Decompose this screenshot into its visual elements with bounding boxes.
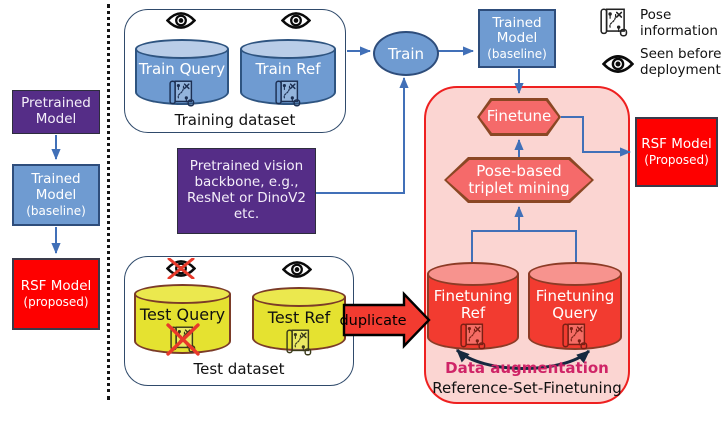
- pose-map-icon: [275, 79, 301, 108]
- node-title: Trained Model: [31, 171, 81, 203]
- rsf-model-final-node: RSF Model (Proposed): [635, 117, 718, 187]
- pretrained-model-node: Pretrained Model: [12, 90, 100, 134]
- node-subtitle: (baseline): [26, 203, 86, 218]
- cylinder-label: Finetuning Ref: [433, 287, 513, 322]
- cylinder-top: [427, 262, 519, 286]
- pose-map-icon: [562, 322, 588, 351]
- pose-information-icon: [600, 6, 628, 43]
- node-title: RSF Model: [641, 135, 712, 152]
- cylinder-label: Finetuning Query: [535, 287, 615, 322]
- cylinder-top: [134, 284, 231, 304]
- rsf-model-proposed-node: RSF Model (proposed): [12, 258, 100, 330]
- eye-icon: [282, 259, 312, 280]
- cylinder-label: Test Ref: [267, 308, 331, 327]
- train-ref-cylinder: Train Ref: [240, 39, 336, 108]
- pose-map-icon: [169, 79, 195, 108]
- test-query-cylinder: Test Query: [134, 284, 231, 356]
- eye-icon: [281, 10, 311, 31]
- pose-map-icon: [460, 322, 486, 351]
- pose-map-crossed-icon: [165, 322, 200, 356]
- triplet-mining-label: Pose-based triplet mining: [468, 161, 570, 197]
- trained-model-baseline-node: Trained Model (baseline): [12, 164, 100, 226]
- legend-seen-label: Seen before deployment: [640, 46, 722, 78]
- train-label: Train: [388, 44, 424, 63]
- train-query-cylinder: Train Query: [135, 39, 229, 108]
- triplet-mining-hexagon: Pose-based triplet mining: [444, 157, 594, 203]
- cylinder-top: [252, 287, 346, 307]
- trained-model-top-node: Trained Model (baseline): [478, 9, 556, 68]
- test-ref-cylinder: Test Ref: [252, 287, 346, 356]
- backbone-label: Pretrained vision backbone, e.g., ResNet…: [187, 158, 306, 222]
- legend-pose-label: Pose information: [640, 7, 718, 39]
- train-node: Train: [373, 31, 439, 76]
- cylinder-top: [528, 262, 622, 286]
- eye-crossed-icon: [166, 258, 196, 279]
- eye-icon: [166, 10, 196, 31]
- node-title: RSF Model: [20, 277, 92, 294]
- cylinder-label: Train Query: [138, 60, 226, 78]
- reference-set-finetuning-label: Reference-Set-Finetuning: [432, 379, 622, 397]
- training-dataset-label: Training dataset: [174, 111, 296, 129]
- node-title: Pretrained Model: [21, 95, 91, 127]
- cylinder-top: [135, 39, 229, 59]
- cylinder-label: Train Ref: [255, 60, 321, 78]
- finetune-label: Finetune: [486, 107, 552, 126]
- finetuning-ref-cylinder: Finetuning Ref: [427, 262, 519, 350]
- node-subtitle: (Proposed): [644, 152, 709, 167]
- seen-before-eye-icon: [602, 53, 634, 75]
- backbone-node: Pretrained vision backbone, e.g., ResNet…: [177, 148, 316, 234]
- finetune-hexagon: Finetune: [477, 98, 561, 136]
- finetuning-query-cylinder: Finetuning Query: [528, 262, 622, 350]
- dotted-separator: [107, 4, 110, 400]
- node-subtitle: (baseline): [487, 47, 547, 62]
- cylinder-label: Test Query: [139, 305, 226, 324]
- test-dataset-label: Test dataset: [193, 360, 285, 378]
- data-augmentation-label: Data augmentation: [445, 359, 609, 377]
- cylinder-top: [240, 39, 336, 59]
- node-title: Trained Model: [492, 14, 542, 47]
- node-subtitle: (proposed): [23, 294, 89, 309]
- pose-map-icon: [286, 328, 312, 357]
